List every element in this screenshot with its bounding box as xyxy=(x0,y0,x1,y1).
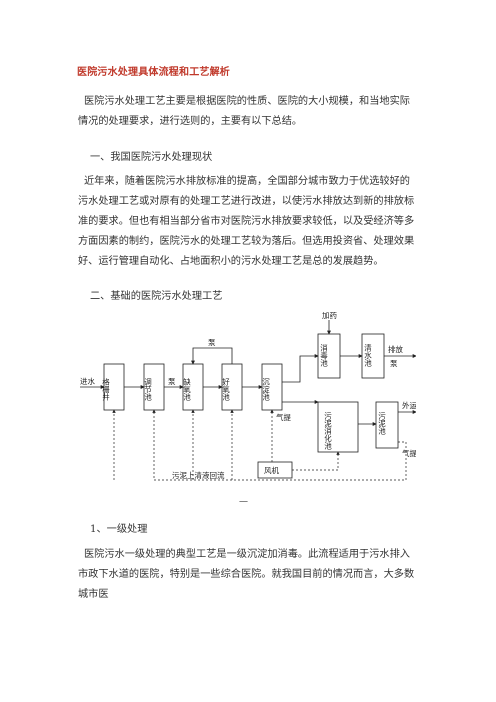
pump-label-discharge: 泵 xyxy=(390,359,398,368)
return-line-label: 污泥上清液回流 xyxy=(172,470,225,480)
section-1-heading: 一、我国医院污水处理现状 xyxy=(90,152,213,163)
blower-text: 风机 xyxy=(264,465,279,475)
subsection-1-heading: 1、一级处理 xyxy=(90,524,148,535)
adjust-tank-text: 调节池 xyxy=(143,378,152,401)
page-number: — xyxy=(239,497,248,507)
air-lift-label-1: 气提 xyxy=(276,412,291,422)
clear-tank-text: 清水池 xyxy=(363,343,372,367)
section-1-paragraph: 近年来，随着医院污水排放标准的提高，全国部分城市致力于优选较好的污水处理工艺或对… xyxy=(78,176,415,267)
dosing-label: 加药 xyxy=(322,312,337,320)
document-title: 医院污水处理具体流程和工艺解析 xyxy=(77,67,230,78)
air-lift-label-2: 气提 xyxy=(402,448,416,458)
sludge-digest-text: 污泥消化池 xyxy=(323,412,332,450)
inlet-label: 进水 xyxy=(80,376,95,386)
discharge-label: 排放 xyxy=(388,344,403,354)
disinfect-tank-text: 消毒池 xyxy=(319,343,328,367)
sludge-tank-text: 污泥池 xyxy=(377,412,386,435)
screen-well-text: 格栅井 xyxy=(101,377,110,402)
anoxic-tank-text: 缺氧池 xyxy=(182,377,191,401)
intro-paragraph: 医院污水处理工艺主要是根据医院的性质、医院的大小规模，和当地实际情况的处理要求，… xyxy=(78,96,410,127)
aerobic-tank-text: 好氧池 xyxy=(221,377,230,401)
outside-label: 外运 xyxy=(402,400,416,410)
pump-label-adjust: 泵 xyxy=(168,377,176,386)
pump-label-recycle: 泵 xyxy=(208,338,216,347)
section-2-heading: 二、基础的医院污水处理工艺 xyxy=(90,291,223,302)
process-flow-diagram: 进水 加药 排放 泵 泵 泵 外运 气提 气提 污泥上清液回流 格栅井 调节池 … xyxy=(80,312,416,481)
settle-tank-text: 沉淀池 xyxy=(261,378,270,401)
subsection-1-paragraph: 医院污水一级处理的典型工艺是一级沉淀加消毒。此流程适用于污水排入市政下水道的医院… xyxy=(78,549,415,600)
